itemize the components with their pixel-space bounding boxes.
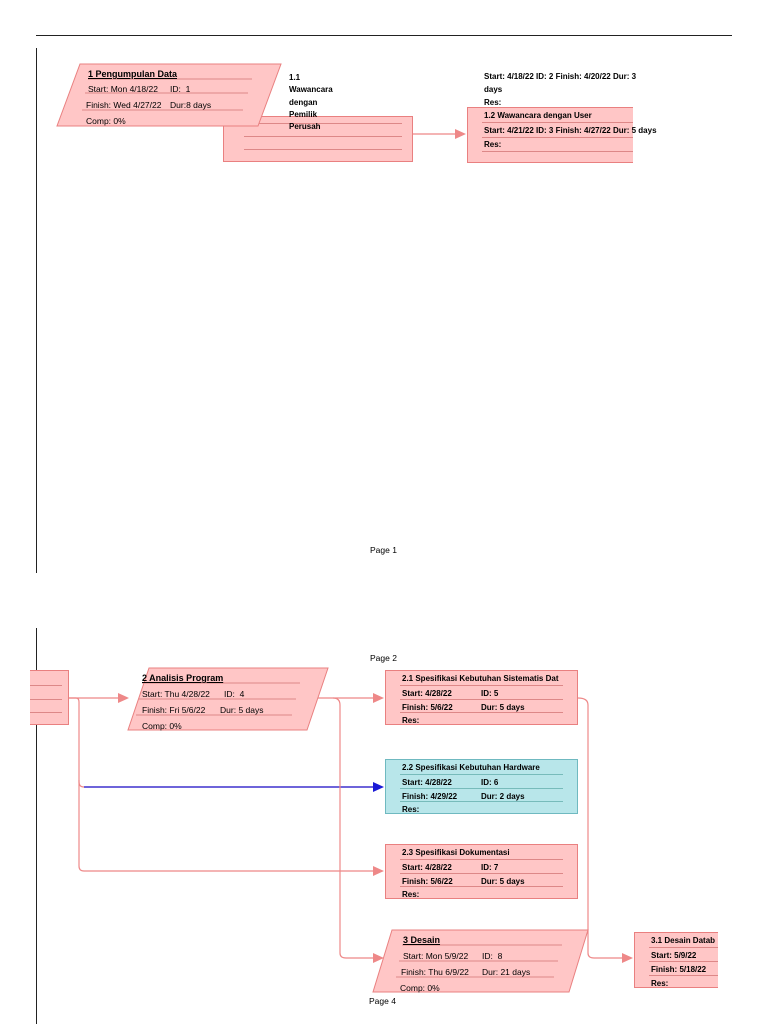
- page1-top-rule: [36, 35, 732, 36]
- task-2-2-dur: Dur: 2 days: [481, 792, 525, 801]
- page-4-label: Page 4: [369, 996, 396, 1006]
- task-2-2-start: Start: 4/28/22: [402, 778, 452, 787]
- task-2-1-id: ID: 5: [481, 689, 499, 698]
- task-1-dur: Dur:8 days: [170, 100, 212, 110]
- task-2-3-res: Res:: [402, 890, 420, 899]
- task-3-1-res: Res:: [651, 979, 669, 988]
- task-2-3-box[interactable]: [385, 844, 578, 899]
- task-1-title: 1 Pengumpulan Data: [88, 69, 178, 79]
- task-2-dur: Dur: 5 days: [220, 705, 264, 715]
- task-2-title: 2 Analisis Program: [142, 673, 224, 683]
- task-3-1-box[interactable]: [634, 932, 718, 988]
- task-1-finish: Finish: Wed 4/27/22: [86, 100, 162, 110]
- task-2-3-title: 2.3 Spesifikasi Dokumentasi: [402, 848, 510, 857]
- task-2-1-dur: Dur: 5 days: [481, 703, 525, 712]
- task-3-dur: Dur: 21 days: [482, 967, 531, 977]
- task-2-1-box[interactable]: [385, 670, 578, 725]
- page-1-label: Page 1: [370, 545, 397, 555]
- page-2-label: Page 2: [370, 653, 397, 663]
- task-1-start: Start: Mon 4/18/22: [88, 84, 158, 94]
- task-2-2-finish: Finish: 4/29/22: [402, 792, 458, 801]
- task-1-2-details: Start: 4/21/22 ID: 3 Finish: 4/27/22 Dur…: [484, 126, 657, 135]
- task-3-start: Start: Mon 5/9/22: [403, 951, 469, 961]
- task-3-1-finish: Finish: 5/18/22: [651, 965, 707, 974]
- page2-left-rule: [36, 628, 37, 1024]
- task-2-finish: Finish: Fri 5/6/22: [142, 705, 206, 715]
- task-1-1-title: 1.1 Wawancara dengan Pemilik Perusah: [289, 73, 333, 132]
- task-1-1-details: Start: 4/18/22 ID: 2 Finish: 4/20/22 Dur…: [484, 72, 637, 107]
- task-2-comp: Comp: 0%: [142, 721, 182, 731]
- task-2-3-finish: Finish: 5/6/22: [402, 877, 453, 886]
- task-2-3-dur: Dur: 5 days: [481, 877, 525, 886]
- task-2-2-title: 2.2 Spesifikasi Kebutuhan Hardware: [402, 763, 540, 772]
- task-3-1-start: Start: 5/9/22: [651, 951, 697, 960]
- task-3-finish: Finish: Thu 6/9/22: [401, 967, 469, 977]
- task-2-1-title: 2.1 Spesifikasi Kebutuhan Sistematis Dat: [402, 674, 559, 683]
- task-2-id: ID: 4: [224, 689, 245, 699]
- task-1-1-box[interactable]: [223, 116, 413, 162]
- task-3-id: ID: 8: [482, 951, 503, 961]
- task-2-start: Start: Thu 4/28/22: [142, 689, 210, 699]
- page1-left-rule: [36, 48, 37, 573]
- task-1-comp: Comp: 0%: [86, 116, 126, 126]
- task-2-1-start: Start: 4/28/22: [402, 689, 452, 698]
- task-2-1-finish: Finish: 5/6/22: [402, 703, 453, 712]
- task-2-2-box[interactable]: [385, 759, 578, 814]
- task-1-2-res: Res:: [484, 140, 502, 149]
- task-3-title: 3 Desain: [403, 935, 441, 945]
- task-3-1-title: 3.1 Desain Datab: [651, 936, 716, 945]
- task-1-id: ID: 1: [170, 84, 191, 94]
- task-2-1-res: Res:: [402, 716, 420, 725]
- task-2-3-id: ID: 7: [481, 863, 499, 872]
- task-1-2-title: 1.2 Wawancara dengan User: [484, 111, 592, 120]
- task-2-2-res: Res:: [402, 805, 420, 814]
- prev-task-stub[interactable]: [30, 670, 69, 725]
- task-1-2-box[interactable]: [467, 107, 633, 163]
- task-2-2-id: ID: 6: [481, 778, 499, 787]
- task-2-3-start: Start: 4/28/22: [402, 863, 452, 872]
- task-3-comp: Comp: 0%: [400, 983, 440, 993]
